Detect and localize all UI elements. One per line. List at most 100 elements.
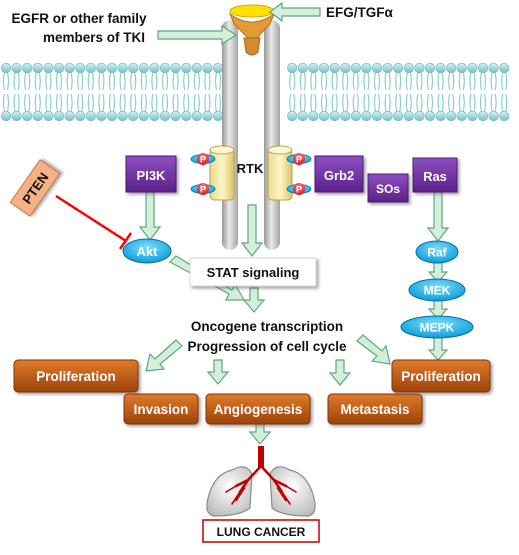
lipid-head — [456, 110, 467, 122]
lipid-head — [329, 62, 340, 74]
pathway-arrows — [138, 1, 450, 445]
lipid-tail — [134, 72, 137, 91]
lipid-tail — [490, 93, 493, 112]
lipid-head — [96, 110, 107, 122]
lipid-tail — [87, 72, 90, 91]
lipid-head — [96, 62, 107, 74]
invasion-label: Invasion — [134, 402, 189, 417]
lipid-tail — [324, 72, 328, 91]
mepk-proliferation-arrow — [427, 336, 449, 361]
pi3k-label: PI3K — [137, 168, 167, 183]
lipid-tail — [352, 72, 355, 91]
lipid-head — [170, 110, 181, 122]
lipid-head — [212, 110, 224, 122]
lipid-tail — [399, 72, 402, 91]
lipid-tail — [28, 93, 31, 112]
lipid-tail — [187, 93, 190, 112]
lipid-tail — [458, 72, 461, 91]
lipid-tail — [299, 93, 302, 112]
lipid-head — [181, 62, 192, 74]
lipid-tail — [469, 93, 472, 112]
lipid-head — [477, 62, 489, 74]
phospho-label: P — [200, 155, 206, 165]
lipid-head — [159, 62, 171, 74]
to-proliferation-left-arrow — [145, 339, 183, 372]
grb2-box: Grb2 — [314, 155, 364, 193]
proliferation-left-box: Proliferation — [13, 359, 139, 393]
lipid-head — [499, 62, 510, 74]
phosphate-group-left: P P — [190, 153, 216, 195]
lipid-head — [350, 62, 361, 74]
lipid-tail — [367, 93, 370, 112]
raf-label: Raf — [427, 246, 447, 260]
lipid-tail — [430, 72, 434, 91]
lipid-tail — [17, 93, 20, 112]
lipid-head — [43, 110, 54, 122]
lung-cancer-label: LUNG CANCER — [217, 525, 306, 539]
lipid-tail — [501, 72, 504, 91]
lipid-tail — [70, 93, 73, 112]
lipid-head — [340, 110, 351, 122]
lipid-tail — [208, 93, 211, 112]
lipid-head — [75, 110, 86, 122]
lipid-tail — [187, 72, 190, 91]
lipid-tail — [441, 72, 444, 91]
tki-arrow — [157, 24, 238, 46]
lipid-tail — [310, 93, 313, 112]
lipid-head — [456, 62, 467, 74]
metastasis-box: Metastasis — [327, 393, 423, 425]
lipid-tail — [6, 93, 10, 112]
lipid-tail — [91, 72, 94, 91]
lipid-head — [22, 62, 33, 74]
lipid-tail — [473, 93, 476, 112]
angiogenesis-label: Angiogenesis — [214, 402, 303, 417]
lipid-tail — [204, 93, 207, 112]
mepk-oval: MEPK — [400, 315, 474, 339]
lipid-tail — [388, 72, 391, 91]
ras-box: Ras — [412, 157, 458, 193]
lipid-tail — [324, 93, 328, 112]
lipid-tail — [399, 93, 402, 112]
lipid-tail — [140, 93, 143, 112]
lipid-tail — [66, 93, 69, 112]
ras-raf-arrow — [426, 191, 450, 242]
lipid-tail — [218, 72, 222, 91]
lipid-head — [117, 110, 128, 122]
lipid-tail — [81, 72, 84, 91]
lipid-head — [393, 110, 404, 122]
lipid-head — [287, 110, 298, 122]
lipid-head — [467, 110, 478, 122]
lipid-tail — [420, 72, 423, 91]
pten-box: PTEN — [9, 159, 61, 217]
lipid-head — [297, 62, 308, 74]
lipid-tail — [416, 72, 419, 91]
lipid-tail — [28, 72, 31, 91]
lipid-head — [170, 62, 181, 74]
lipid-tail — [218, 93, 222, 112]
lipid-tail — [479, 93, 483, 112]
lipid-head — [488, 110, 499, 122]
lipid-head — [64, 110, 75, 122]
lipid-tail — [55, 72, 59, 91]
lipid-tail — [155, 72, 158, 91]
lipid-head — [149, 62, 160, 74]
lipid-tail — [197, 72, 200, 91]
lipid-tail — [144, 93, 147, 112]
lipid-head — [446, 110, 457, 122]
ras-label: Ras — [423, 169, 447, 184]
proliferation-right-label: Proliferation — [401, 369, 481, 384]
lipid-tail — [24, 93, 27, 112]
lipid-tail — [6, 72, 10, 91]
lipid-head — [403, 110, 414, 122]
proliferation-right-box: Proliferation — [391, 359, 491, 393]
lipid-tail — [494, 93, 497, 112]
lipid-head — [308, 110, 319, 122]
lipid-tail — [479, 72, 483, 91]
lipid-tail — [437, 72, 440, 91]
lipid-head — [75, 62, 86, 74]
lipid-tail — [81, 93, 84, 112]
lipid-tail — [77, 93, 80, 112]
lipid-tail — [346, 72, 349, 91]
rtk-stat-arrow — [240, 204, 264, 257]
lipid-head — [488, 62, 499, 74]
